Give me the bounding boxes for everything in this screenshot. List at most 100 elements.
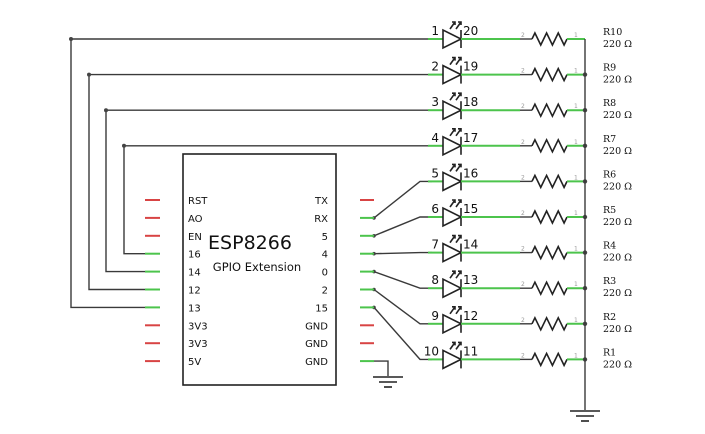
led-cathode-label: 12 [463, 309, 478, 323]
light-arrowhead-icon [458, 163, 462, 168]
light-arrow-icon [455, 235, 462, 244]
gnd-wire [374, 360, 389, 376]
led-diode-triangle [442, 206, 463, 228]
resistor-value: 220 Ω [603, 288, 632, 299]
light-arrow-icon [455, 306, 462, 315]
resistor-zigzag [531, 137, 568, 154]
led-cathode-label: 17 [463, 131, 478, 145]
right-pin-label: GND [305, 357, 328, 368]
chip-pins: RSTAOEN161412133V33V35VTXRX540215GNDGNDG… [145, 196, 374, 368]
right-pin-label: 4 [322, 250, 328, 261]
right-pin-label: 0 [322, 268, 328, 279]
light-arrowhead-icon [452, 128, 456, 132]
left-pin-label: AO [188, 214, 203, 225]
resistor-value: 220 Ω [603, 39, 632, 50]
resistor-pin-mark: 2 [521, 352, 525, 359]
gpio-wire [373, 288, 432, 325]
resistor-pin-mark: 1 [574, 317, 578, 324]
left-pin-label: RST [188, 196, 208, 207]
resistor-value: 220 Ω [603, 75, 632, 86]
left-pin-label: 12 [188, 286, 201, 297]
led-cathode-label: 19 [463, 60, 478, 74]
gpio-wire [88, 73, 428, 291]
led-anode-label: 10 [424, 344, 439, 358]
gpio-wire [123, 145, 428, 255]
resistor-name: R8 [603, 98, 616, 109]
resistor-pin-mark: 2 [521, 174, 525, 181]
light-arrowhead-icon [458, 56, 462, 61]
resistor-pin-mark: 1 [574, 281, 578, 288]
right-pin-label: 5 [322, 232, 328, 243]
led-anode-label: 9 [431, 309, 439, 323]
resistor-name: R3 [603, 276, 616, 287]
led-anode-label: 5 [431, 166, 439, 180]
ground-icon [570, 410, 600, 422]
gpio-wire [373, 180, 432, 219]
led-diode-triangle [442, 277, 463, 299]
light-arrowhead-icon [458, 92, 462, 97]
resistor-pin-mark: 2 [521, 210, 525, 217]
led-diode-triangle [442, 99, 463, 121]
led: 9 12 [428, 305, 520, 335]
resistor-value: 220 Ω [603, 181, 632, 192]
resistor-pin-mark: 1 [574, 174, 578, 181]
wires [69, 37, 432, 376]
resistor-pin-mark: 2 [521, 32, 525, 39]
resistor-pin-mark: 1 [574, 103, 578, 110]
light-arrowhead-icon [458, 234, 462, 239]
right-pin-label: TX [314, 196, 328, 207]
resistor-zigzag [531, 66, 568, 83]
led-diode-triangle [442, 64, 463, 85]
light-arrow-icon [455, 199, 462, 208]
light-arrowhead-icon [458, 199, 462, 203]
light-arrow-icon [449, 21, 456, 30]
led-cathode-label: 13 [463, 273, 478, 287]
resistor-zigzag [531, 315, 568, 332]
led-anode-label: 6 [431, 202, 439, 216]
resistor-name: R2 [603, 312, 616, 323]
led-cathode-label: 18 [463, 95, 478, 109]
led-cathode-label: 15 [463, 202, 478, 216]
resistor-name: R1 [603, 347, 616, 358]
resistor-name: R6 [603, 169, 616, 180]
light-arrowhead-icon [452, 234, 456, 239]
light-arrow-icon [449, 235, 456, 244]
light-arrowhead-icon [452, 199, 456, 203]
light-arrowhead-icon [458, 128, 462, 132]
light-arrow-icon [449, 199, 456, 208]
light-arrow-icon [455, 21, 462, 30]
right-pin-label: 15 [315, 303, 328, 314]
right-pin-label: RX [314, 214, 328, 225]
wire-bend [122, 143, 126, 148]
led-anode-label: 7 [431, 238, 439, 252]
left-pin-label: 16 [188, 250, 201, 261]
light-arrow-icon [455, 57, 462, 66]
wire-bend [69, 37, 73, 41]
ground-symbols [373, 376, 600, 422]
left-pin-label: 3V3 [188, 321, 208, 332]
led-anode-label: 8 [431, 273, 439, 287]
gpio-wire [373, 251, 432, 255]
light-arrowhead-icon [452, 341, 456, 346]
resistor-zigzag [531, 244, 568, 261]
right-pin-label: 2 [322, 286, 328, 297]
led-diode-triangle [442, 349, 463, 370]
left-pin-label: EN [188, 232, 202, 243]
led-cathode-label: 20 [463, 24, 478, 38]
resistor-pin-mark: 1 [574, 139, 578, 146]
resistor-pin-mark: 2 [521, 317, 525, 324]
left-pin-label: 3V3 [188, 339, 208, 350]
light-arrowhead-icon [452, 270, 456, 275]
gpio-wire [70, 38, 428, 309]
light-arrow-icon [449, 306, 456, 315]
